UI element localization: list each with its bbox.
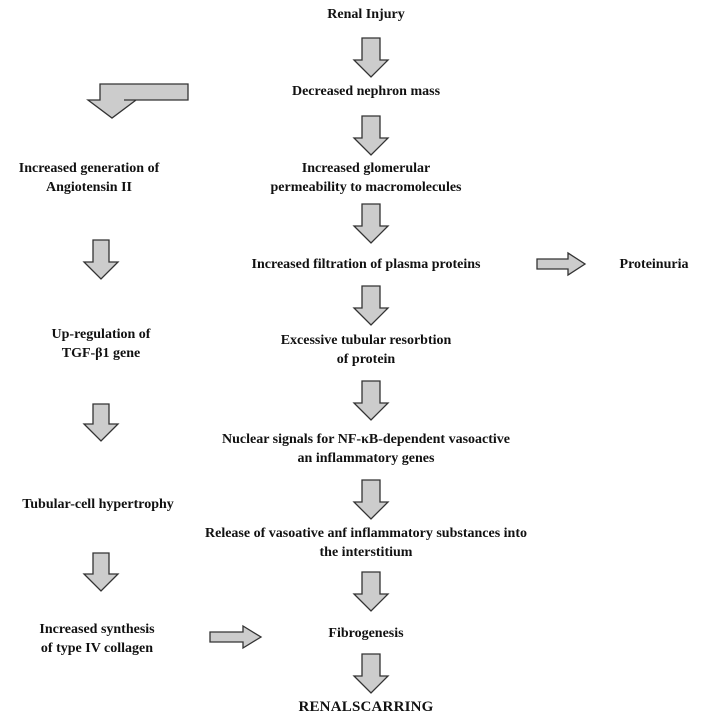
arrow-angiotensin-to-tgf [82,239,120,280]
arrow-injury-to-nephron [352,37,390,78]
node-proteinuria: Proteinuria [620,255,689,274]
node-fibrogenesis: Fibrogenesis [328,624,403,643]
node-increased-permeability: Increased glomerular permeability to mac… [270,159,461,197]
release-line-1: Release of vasoative anf inflammatory su… [205,526,527,541]
node-release-substances: Release of vasoative anf inflammatory su… [205,524,527,562]
node-hypertrophy: Tubular-cell hypertrophy [22,495,174,514]
arrow-nuclear-to-release [352,479,390,520]
arrow-resorbtion-to-nuclear [352,380,390,421]
permeability-line-2: permeability to macromolecules [270,180,462,195]
arrow-fibrogenesis-to-scarring [352,653,390,694]
angiotensin-line-1: Increased generation of [18,161,160,176]
resorbtion-line-1: Excessive tubular resorbtion [280,333,452,348]
node-collagen: Increased synthesis of type IV collagen [39,620,154,658]
arrow-permeability-to-filtration [352,203,390,244]
arrow-release-to-fibrogenesis [352,571,390,612]
nuclear-line-2: an inflammatory genes [297,451,435,466]
arrow-nephron-to-permeability [352,115,390,156]
node-tgf: Up-regulation of TGF-β1 gene [52,325,151,363]
arrow-filtration-to-proteinuria [536,251,587,277]
filtration-text: Increased filtration of plasma proteins [251,257,481,272]
angiotensin-line-2: Angiotensin II [46,180,132,195]
node-angiotensin: Increased generation of Angiotensin II [19,159,160,197]
tgf-line-2: TGF-β1 gene [61,346,141,361]
tgf-line-1: Up-regulation of [51,327,151,342]
node-excessive-resorbtion: Excessive tubular resorbtion of protein [281,331,452,369]
arrow-nephron-to-angiotensin [86,83,189,119]
arrow-filtration-to-resorbtion [352,285,390,326]
renal-injury-text: Renal Injury [327,7,405,22]
node-increased-filtration: Increased filtration of plasma proteins [252,255,481,274]
decreased-nephron-mass-text: Decreased nephron mass [291,84,441,99]
fibrogenesis-text: Fibrogenesis [328,626,404,641]
renal-scarring-text: RENALSCARRING [298,699,434,715]
resorbtion-line-2: of protein [336,352,396,367]
collagen-line-2: of type IV collagen [40,641,154,656]
node-renal-scarring: RENALSCARRING [298,698,433,717]
release-line-2: the interstitium [319,545,413,560]
permeability-line-1: Increased glomerular [301,161,431,176]
node-decreased-nephron-mass: Decreased nephron mass [292,82,440,101]
node-nuclear-signals: Nuclear signals for NF-κB-dependent vaso… [222,430,510,468]
arrow-tgf-to-hypertrophy [82,403,120,442]
arrow-hypertrophy-to-collagen [82,552,120,592]
nuclear-line-1: Nuclear signals for NF-κB-dependent vaso… [221,432,511,447]
node-renal-injury: Renal Injury [327,5,404,24]
collagen-line-1: Increased synthesis [39,622,155,637]
arrow-collagen-to-fibrogenesis [209,624,263,650]
proteinuria-text: Proteinuria [619,257,689,272]
hypertrophy-text: Tubular-cell hypertrophy [22,497,174,512]
